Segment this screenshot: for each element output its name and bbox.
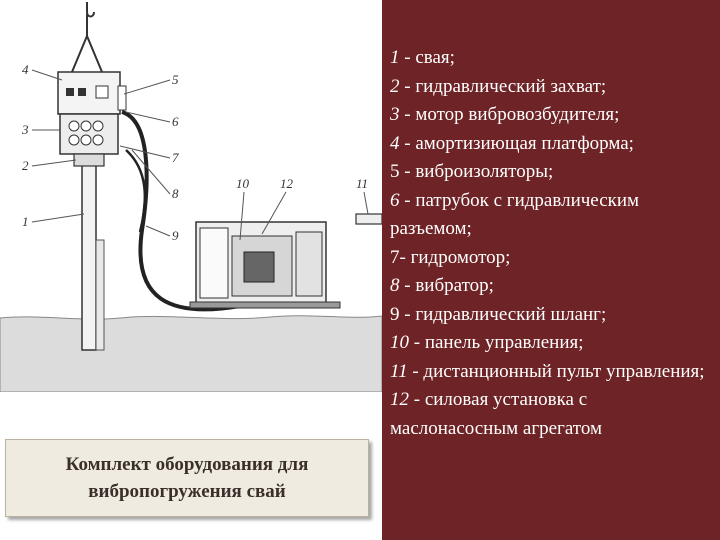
illustration-panel: 4 3 2 1 5 6 7 8 9 10 12 11 Комплект обор… — [0, 2, 382, 517]
vibro-driver — [57, 71, 127, 167]
callout-12: 12 — [280, 176, 294, 191]
callout-2: 2 — [22, 158, 29, 173]
legend-panel: 1 - свая; 2 - гидравлический захват; 3 -… — [382, 0, 720, 540]
callout-4: 4 — [22, 62, 29, 77]
caption-box: Комплект оборудования для вибропогружени… — [5, 439, 369, 517]
callout-10: 10 — [236, 176, 250, 191]
pile-casing — [95, 239, 105, 351]
vibration-isolators — [117, 85, 127, 111]
legend-item: 5 - виброизоляторы; — [390, 161, 554, 182]
pile — [81, 149, 97, 351]
crane-hook — [71, 2, 103, 73]
legend-list: 1 - свая; 2 - гидравлический захват; 3 -… — [390, 44, 716, 443]
legend-item: 8 - вибратор; — [390, 275, 494, 296]
caption-title: Комплект оборудования для вибропогружени… — [65, 454, 309, 502]
callout-6: 6 — [172, 114, 179, 129]
legend-item: 11 - дистанционный пульт управления; — [390, 360, 705, 382]
callout-3: 3 — [21, 122, 29, 137]
legend-item: 10 - панель управления; — [390, 332, 584, 353]
callout-11: 11 — [356, 176, 368, 191]
legend-item: 2 - гидравлический захват; — [390, 75, 607, 97]
remote-console — [355, 213, 382, 225]
callout-1: 1 — [22, 214, 29, 229]
legend-item: 3 - мотор вибровозбудителя; — [390, 104, 620, 125]
legend-item: 12 - силовая установка с маслонасосным а… — [390, 389, 602, 439]
vibro-driving-diagram: 4 3 2 1 5 6 7 8 9 10 12 11 — [0, 2, 382, 392]
callout-7: 7 — [172, 150, 179, 165]
legend-item: 7- гидромотор; — [390, 246, 511, 268]
power-unit — [189, 221, 341, 309]
legend-item: 4 - амортизиющая платформа; — [390, 132, 634, 154]
vibrator-body — [59, 113, 119, 155]
legend-item: 1 - свая; — [390, 47, 455, 68]
callout-8: 8 — [172, 186, 179, 201]
callout-5: 5 — [172, 72, 179, 87]
ground-area — [0, 315, 382, 392]
legend-item: 6 - патрубок с гидравлическим разъемом; — [390, 189, 640, 240]
hydraulic-grip — [73, 153, 105, 167]
callout-9: 9 — [172, 228, 179, 243]
legend-item: 9 - гидравлический шланг; — [390, 303, 607, 325]
